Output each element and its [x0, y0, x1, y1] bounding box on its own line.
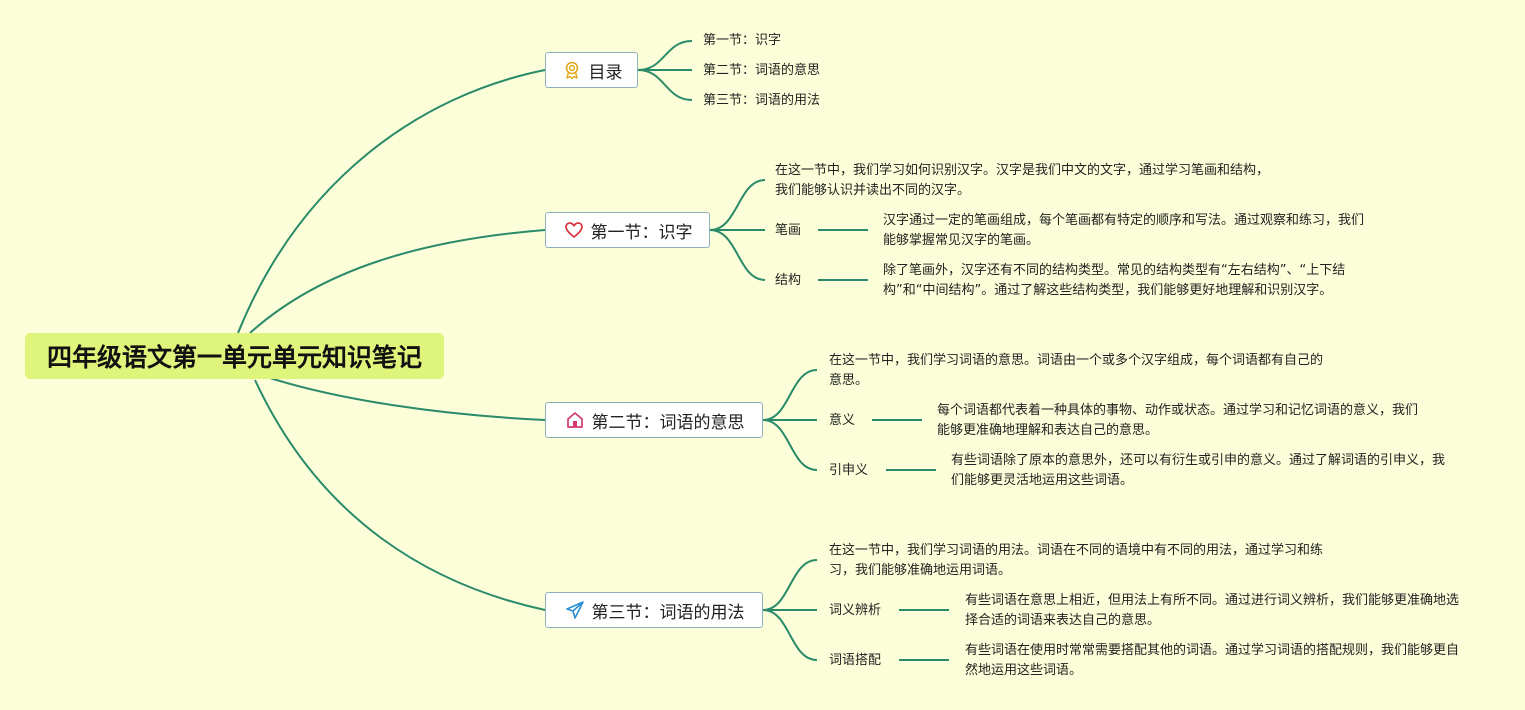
section-3-topic-distinction-desc: 有些词语在意思上相近，但用法上有所不同。通过进行词义辨析，我们能够更准确地选择合…	[965, 593, 1460, 628]
root-topic[interactable]: 四年级语文第一单元单元知识笔记	[25, 333, 444, 379]
toc-item-3[interactable]: 第三节：词语的用法	[703, 93, 821, 108]
section-2-topic-meaning[interactable]: 意义	[829, 413, 856, 428]
section-1-topic-strokes[interactable]: 笔画	[775, 223, 802, 238]
link-root-s3	[254, 379, 546, 611]
branch-section-1-title: 第一节：识字	[590, 222, 693, 243]
section-2-topic-extended-desc: 有些词语除了原本的意思外，还可以有衍生或引申的意义。通过了解词语的引申义，我们能…	[951, 453, 1446, 488]
section-1-topic-strokes-desc: 汉字通过一定的笔画组成，每个笔画都有特定的顺序和写法。通过观察和练习，我们能够掌…	[883, 213, 1365, 248]
branch-toc[interactable]: 目录	[545, 52, 638, 88]
branch-section-3[interactable]: 第三节：词语的用法	[545, 592, 763, 628]
section-2-topic-extended[interactable]: 引申义	[829, 463, 869, 478]
branch-section-2[interactable]: 第二节：词语的意思	[545, 402, 763, 438]
link-root-toc	[237, 69, 546, 334]
section-2-topic-meaning-desc: 每个词语都代表着一种具体的事物、动作或状态。通过学习和记忆词语的意义，我们能够更…	[937, 403, 1419, 438]
root-title: 四年级语文第一单元单元知识笔记	[46, 343, 422, 372]
branch-section-3-title: 第三节：词语的用法	[591, 602, 745, 623]
award-ribbon-icon	[561, 59, 583, 81]
section-3-topic-distinction[interactable]: 词义辨析	[829, 603, 882, 618]
branch-section-2-title: 第二节：词语的意思	[591, 412, 745, 433]
section-3-topic-collocation[interactable]: 词语搭配	[829, 653, 882, 668]
toc-item-2[interactable]: 第二节：词语的意思	[703, 63, 821, 78]
paper-plane-icon	[564, 599, 586, 621]
toc-item-1[interactable]: 第一节：识字	[703, 33, 782, 48]
section-3-intro: 在这一节中，我们学习词语的用法。词语在不同的语境中有不同的用法，通过学习和练习，…	[829, 543, 1324, 578]
section-3-topic-collocation-desc: 有些词语在使用时常常需要搭配其他的词语。通过学习词语的搭配规则，我们能够更自然地…	[965, 643, 1460, 678]
heart-icon	[563, 219, 585, 241]
section-1-intro: 在这一节中，我们学习如何识别汉字。汉字是我们中文的文字，通过学习笔画和结构，我们…	[775, 163, 1270, 198]
branch-section-1[interactable]: 第一节：识字	[545, 212, 710, 248]
section-1-topic-structure-desc: 除了笔画外，汉字还有不同的结构类型。常见的结构类型有“左右结构”、“上下结构”和…	[883, 263, 1346, 298]
link-root-s1	[249, 229, 546, 334]
house-icon	[564, 409, 586, 431]
branch-toc-title: 目录	[588, 62, 623, 83]
section-1-topic-structure[interactable]: 结构	[775, 273, 802, 288]
link-root-s2	[269, 377, 546, 421]
section-2-intro: 在这一节中，我们学习词语的意思。词语由一个或多个汉字组成，每个词语都有自己的意思…	[829, 353, 1324, 388]
